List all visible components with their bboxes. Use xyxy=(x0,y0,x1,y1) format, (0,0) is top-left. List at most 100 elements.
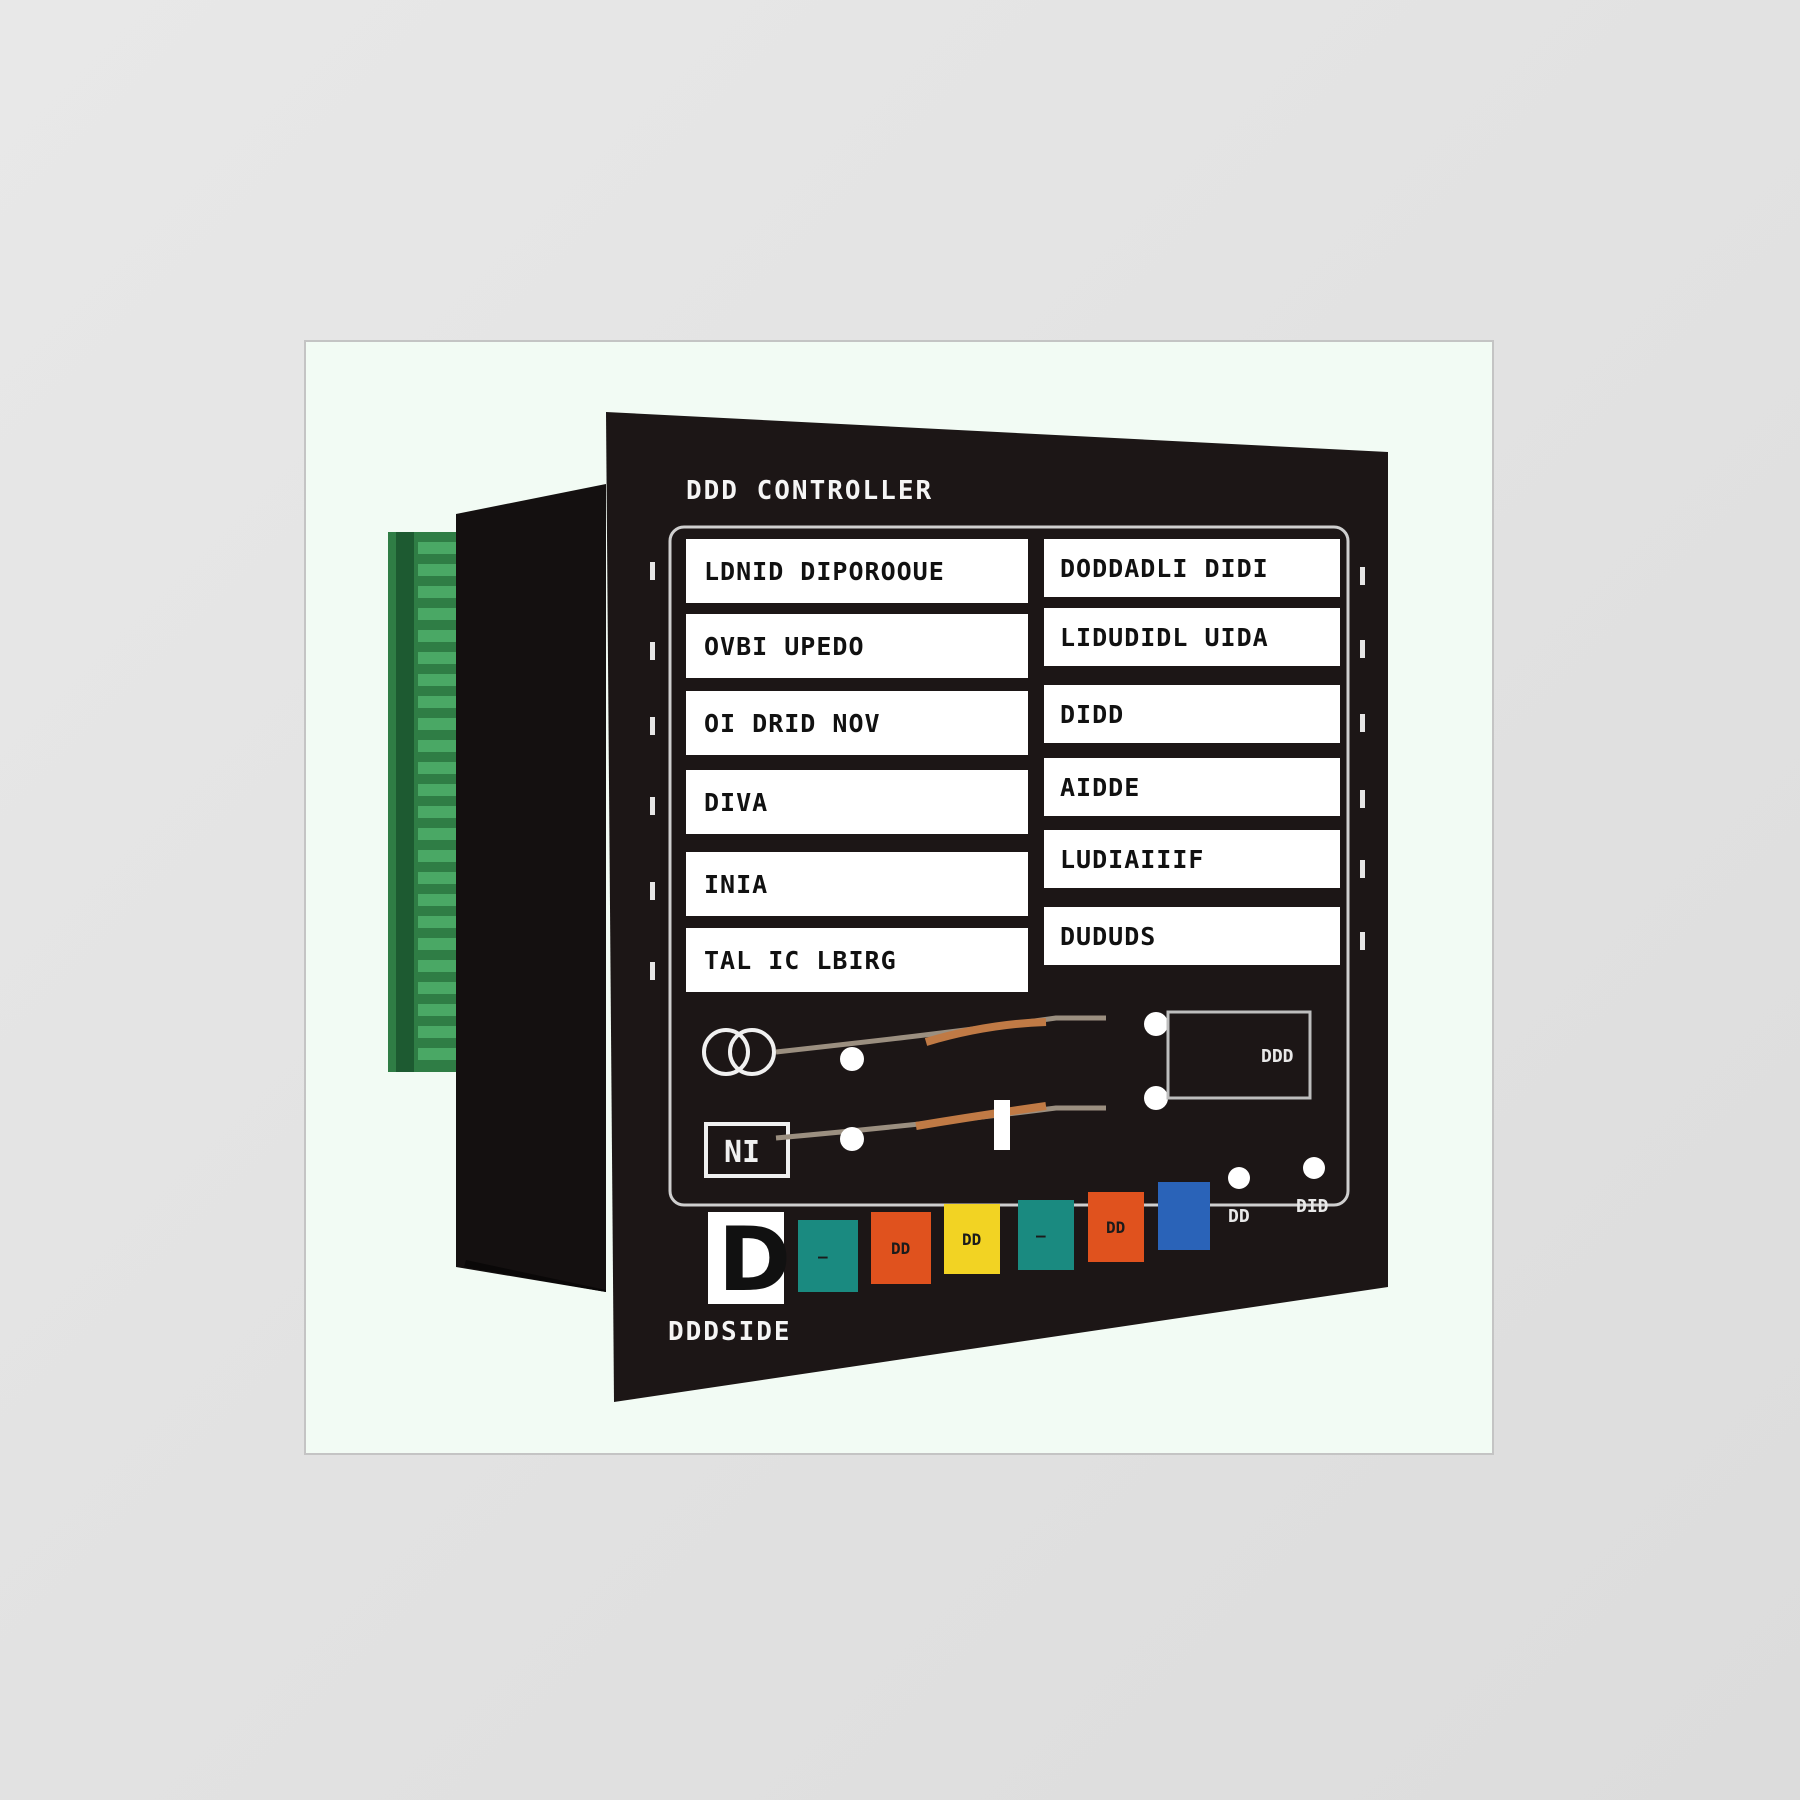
label-box-left xyxy=(686,539,1028,603)
slider-knob-1b[interactable] xyxy=(1144,1012,1168,1036)
blue-button[interactable] xyxy=(1158,1182,1210,1250)
label-text-right: DODDADLI DIDI xyxy=(1060,554,1269,583)
link-icon-a xyxy=(702,1028,750,1076)
product-photo: DDD CONTROLLER LDNID DIPOROOUE OVBI UPEDO… xyxy=(304,340,1494,1455)
terminal-pin xyxy=(418,630,462,642)
slider-knob-2a[interactable] xyxy=(840,1127,864,1151)
right-tick xyxy=(1360,860,1365,878)
slider-area: NI DDD xyxy=(702,1010,1312,1178)
right-tick xyxy=(1360,640,1365,658)
housing-side xyxy=(456,484,606,1292)
right-label-column: DODDADLI DIDI LIDUDIDL UIDA DIDD AIDDE LUDIA… xyxy=(1044,539,1340,965)
yellow-button[interactable] xyxy=(944,1204,1000,1274)
label-box-right xyxy=(1044,685,1340,743)
slider-marker xyxy=(994,1100,1010,1150)
terminal-pin xyxy=(418,608,462,620)
terminal-pin xyxy=(418,938,462,950)
slider-fill-1 xyxy=(924,1018,1047,1046)
label-box-left xyxy=(686,928,1028,992)
label-text-left: TAL IC LBIRG xyxy=(704,946,897,975)
terminal-pin xyxy=(418,652,462,664)
readout-box xyxy=(1166,1010,1312,1100)
terminal-pin xyxy=(418,586,462,598)
teal-button-2-label: — xyxy=(1036,1226,1046,1245)
terminal-pin xyxy=(418,696,462,708)
right-tick xyxy=(1360,790,1365,808)
indicator-light-1 xyxy=(1228,1167,1250,1189)
mode-icon xyxy=(704,1122,790,1178)
label-box-right xyxy=(1044,830,1340,888)
label-text-right: AIDDE xyxy=(1060,773,1140,802)
label-box-right xyxy=(1044,907,1340,965)
controller-device: DDD CONTROLLER LDNID DIPOROOUE OVBI UPEDO… xyxy=(388,412,1388,1402)
side-ticks xyxy=(650,562,1365,980)
label-text-left: OVBI UPEDO xyxy=(704,632,865,661)
terminal-pin xyxy=(418,1048,462,1060)
terminal-pin xyxy=(418,1026,462,1038)
label-text-left: LDNID DIPOROOUE xyxy=(704,557,945,586)
slider-knob-2b[interactable] xyxy=(1144,1086,1168,1110)
left-tick xyxy=(650,642,655,660)
terminal-pin xyxy=(418,784,462,796)
slider-fill-2 xyxy=(915,1102,1047,1130)
orange-button-2[interactable] xyxy=(1088,1192,1144,1262)
indicator-label-1: DD xyxy=(1228,1206,1250,1227)
left-label-column: LDNID DIPOROOUE OVBI UPEDO OI DRID NOV DIVA… xyxy=(686,539,1028,992)
terminal-pin xyxy=(418,542,462,554)
slider-knob-1a[interactable] xyxy=(840,1047,864,1071)
terminal-pin xyxy=(418,850,462,862)
left-tick xyxy=(650,882,655,900)
label-text-left: INIA xyxy=(704,870,768,899)
readout-text: DDD xyxy=(1261,1046,1294,1067)
terminal-pin xyxy=(418,894,462,906)
terminal-pin xyxy=(418,1004,462,1016)
label-text-left: DIVA xyxy=(704,788,768,817)
teal-button-2[interactable] xyxy=(1018,1200,1074,1270)
terminal-pin xyxy=(418,828,462,840)
label-text-right: DUDUDS xyxy=(1060,922,1156,951)
display-frame xyxy=(668,525,1350,1207)
right-tick xyxy=(1360,932,1365,950)
mode-icon-glyph: NI xyxy=(724,1135,760,1170)
label-box-left xyxy=(686,614,1028,678)
left-tick xyxy=(650,717,655,735)
housing-side-shadow xyxy=(464,1260,606,1292)
terminal-pin xyxy=(418,960,462,972)
orange-button-1-label: DD xyxy=(891,1239,910,1258)
yellow-button-label: DD xyxy=(962,1230,981,1249)
terminal-pin xyxy=(418,718,462,730)
left-tick xyxy=(650,962,655,980)
terminal-pin xyxy=(418,564,462,576)
label-text-right: LIDUDIDL UIDA xyxy=(1060,623,1269,652)
label-text-left: OI DRID NOV xyxy=(704,709,881,738)
label-box-left xyxy=(686,770,1028,834)
terminal-pin xyxy=(418,674,462,686)
label-text-right: LUDIAIIIF xyxy=(1060,845,1204,874)
terminal-pin xyxy=(418,916,462,928)
label-box-left xyxy=(686,852,1028,916)
terminal-pin xyxy=(418,762,462,774)
terminal-pin xyxy=(418,806,462,818)
terminal-pins xyxy=(418,542,462,1060)
pcb-edge xyxy=(396,532,414,1072)
label-box-right xyxy=(1044,539,1340,597)
terminal-pin xyxy=(418,982,462,994)
indicator-light-2 xyxy=(1303,1157,1325,1179)
terminal-pin xyxy=(418,872,462,884)
logo-box xyxy=(708,1212,784,1304)
left-tick xyxy=(650,562,655,580)
left-tick xyxy=(650,797,655,815)
label-box-left xyxy=(686,691,1028,755)
label-box-right xyxy=(1044,608,1340,666)
right-tick xyxy=(1360,567,1365,585)
brand-text: DDDSIDE xyxy=(668,1317,792,1347)
label-text-right: DIDD xyxy=(1060,700,1124,729)
label-box-right xyxy=(1044,758,1340,816)
teal-button-1[interactable] xyxy=(798,1220,858,1292)
terminal-pin xyxy=(418,740,462,752)
orange-button-1[interactable] xyxy=(871,1212,931,1284)
panel-title: DDD CONTROLLER xyxy=(686,476,933,506)
logo-letter: D xyxy=(718,1208,791,1311)
right-tick xyxy=(1360,714,1365,732)
